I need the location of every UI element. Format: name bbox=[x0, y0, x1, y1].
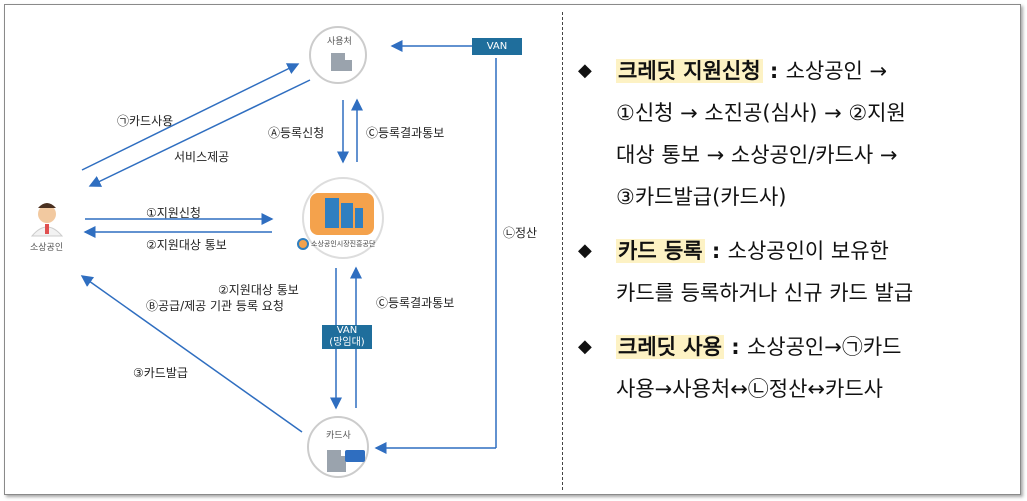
label-card-issue: ③카드발급 bbox=[133, 366, 188, 380]
van-top-label: VAN bbox=[486, 41, 508, 52]
explanation-text: 카드를 등록하거나 신규 카드 발급 bbox=[616, 281, 914, 305]
explanation-item-apply: ◆ 크레딧 지원신청 : 소상공인 → ①신청 → 소진공(심사) → ②지원 … bbox=[578, 50, 1006, 218]
label-reg-result-top: Ⓒ등록결과통보 bbox=[366, 126, 445, 140]
credit-card-icon bbox=[345, 450, 365, 462]
explanation-text: 사용→사용처↔㉡정산↔카드사 bbox=[616, 377, 883, 401]
explanation-title: 크레딧 지원신청 bbox=[616, 59, 763, 83]
label-reg-result-bottom: Ⓒ등록결과통보 bbox=[376, 296, 455, 310]
merchant-label: 사용처 bbox=[327, 37, 352, 47]
arrow-service bbox=[88, 79, 311, 187]
explanation-title: 크레딧 사용 bbox=[616, 335, 724, 359]
van-box-top: VAN bbox=[472, 38, 522, 55]
owner-label: 소상공인 bbox=[30, 243, 64, 253]
explanation-text: 대상 통보 → 소상공인/카드사 → bbox=[616, 143, 898, 167]
cardco-building-icon bbox=[327, 450, 346, 472]
van-box-mid: VAN (망임대) bbox=[322, 325, 372, 349]
diamond-bullet-icon: ◆ bbox=[578, 336, 592, 357]
van-mid-label: VAN bbox=[336, 325, 358, 336]
label-reg-request: Ⓐ등록신청 bbox=[268, 126, 325, 140]
explanation-text: ①신청 → 소진공(심사) → ②지원 bbox=[616, 101, 906, 125]
explanation-text: ③카드발급(카드사) bbox=[616, 185, 787, 209]
diamond-bullet-icon: ◆ bbox=[578, 60, 592, 81]
person-icon bbox=[30, 203, 64, 237]
explanation-item-use: ◆ 크레딧 사용 : 소상공인→㉠카드 사용→사용처↔㉡정산↔카드사 bbox=[578, 326, 1006, 410]
figure-frame bbox=[4, 4, 1021, 495]
arrow-card-use bbox=[81, 63, 300, 171]
label-settle: ㉡정산 bbox=[503, 226, 538, 240]
cardco-label: 카드사 bbox=[326, 431, 351, 441]
agency-logo-icon bbox=[297, 238, 309, 250]
label-card-use: ㉠카드사용 bbox=[117, 114, 174, 128]
explanation-text: 소상공인→㉠카드 bbox=[746, 335, 902, 359]
explanation-text: 소상공인 → bbox=[785, 59, 888, 83]
label-notify: ②지원대상 통보 bbox=[146, 238, 227, 252]
agency-building-icon bbox=[325, 198, 363, 228]
arrow-card-issue bbox=[80, 275, 303, 433]
explanation-text: 소상공인이 보유한 bbox=[727, 239, 889, 263]
explanation-sep: : bbox=[723, 335, 747, 359]
agency-label: 소상공인시장진흥공단 bbox=[311, 240, 376, 248]
explanation-title: 카드 등록 bbox=[616, 239, 705, 263]
panel-divider bbox=[562, 12, 563, 490]
explanation-item-register: ◆ 카드 등록 : 소상공인이 보유한 카드를 등록하거나 신규 카드 발급 bbox=[578, 230, 1006, 314]
label-supply-request: Ⓑ공급/제공 기관 등록 요청 bbox=[146, 299, 284, 313]
explanation-panel: ◆ 크레딧 지원신청 : 소상공인 → ①신청 → 소진공(심사) → ②지원 … bbox=[578, 50, 1006, 422]
explanation-sep: : bbox=[762, 59, 786, 83]
van-mid-sub-label: (망임대) bbox=[329, 337, 365, 348]
explanation-sep: : bbox=[704, 239, 728, 263]
building-icon bbox=[331, 53, 352, 71]
label-notify-down: ②지원대상 통보 bbox=[218, 283, 299, 297]
label-apply: ①지원신청 bbox=[146, 206, 201, 220]
diamond-bullet-icon: ◆ bbox=[578, 240, 592, 261]
label-service: 서비스제공 bbox=[174, 150, 230, 164]
